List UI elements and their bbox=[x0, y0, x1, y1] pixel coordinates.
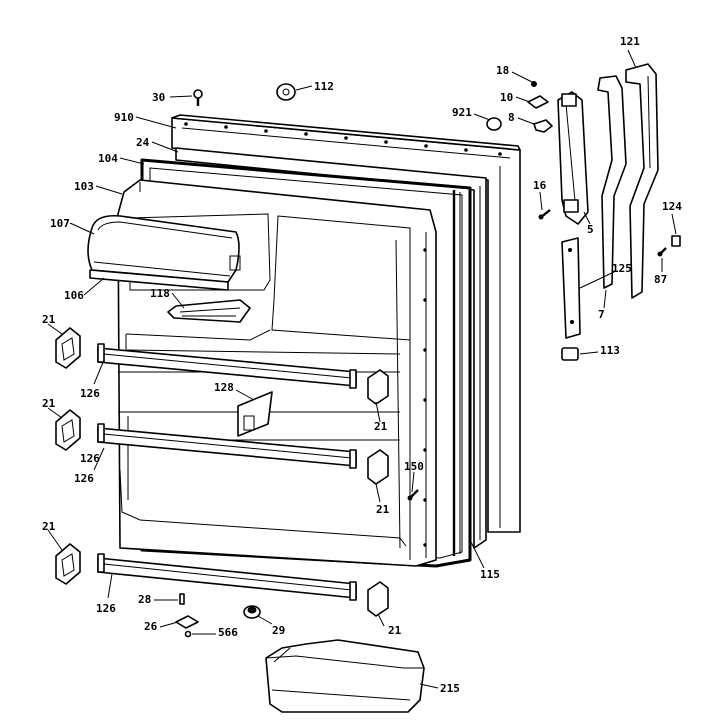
callout-21: 21 bbox=[376, 503, 390, 516]
end-cap-right-2 bbox=[367, 449, 389, 485]
plug-113 bbox=[561, 347, 579, 361]
door-shelf-bar-top bbox=[97, 343, 357, 389]
dairy-compartment-door bbox=[87, 214, 241, 291]
callout-26: 26 bbox=[144, 620, 158, 633]
hinge-pin-8 bbox=[533, 119, 553, 133]
door-shelf-bar-bottom bbox=[97, 553, 357, 601]
handle-mount-125 bbox=[561, 237, 581, 339]
callout-24: 24 bbox=[136, 136, 150, 149]
spacer-10 bbox=[527, 95, 549, 109]
callout-29: 29 bbox=[272, 624, 285, 637]
seal-strip bbox=[452, 190, 461, 556]
callout-21: 21 bbox=[388, 624, 402, 637]
callout-112: 112 bbox=[314, 80, 334, 93]
outer-door-panel bbox=[171, 114, 521, 533]
callout-104: 104 bbox=[98, 152, 118, 165]
callout-126: 126 bbox=[80, 387, 100, 400]
cap-124 bbox=[671, 235, 681, 247]
screw-16 bbox=[538, 209, 551, 220]
callout-18: 18 bbox=[496, 64, 509, 77]
callout-7: 7 bbox=[598, 308, 605, 321]
door-shelf-bar-middle bbox=[97, 423, 357, 469]
hinge-bracket-5 bbox=[557, 91, 589, 225]
callout-10: 10 bbox=[500, 91, 513, 104]
callout-5: 5 bbox=[587, 223, 594, 236]
end-cap-left-3 bbox=[55, 543, 81, 585]
callout-215: 215 bbox=[440, 682, 460, 695]
bracket-26 bbox=[175, 615, 199, 629]
callout-126: 126 bbox=[96, 602, 116, 615]
handle-trim-121 bbox=[625, 63, 659, 299]
callout-8: 8 bbox=[508, 111, 515, 124]
callout-150: 150 bbox=[404, 460, 424, 473]
leader-lines bbox=[47, 49, 677, 689]
callout-126: 126 bbox=[74, 472, 94, 485]
callout-87: 87 bbox=[654, 273, 667, 286]
callout-21: 21 bbox=[42, 520, 56, 533]
screw-30 bbox=[193, 89, 203, 106]
callout-113: 113 bbox=[600, 344, 620, 357]
screw-150 bbox=[407, 489, 419, 501]
button-29 bbox=[243, 605, 261, 619]
cap-921 bbox=[486, 117, 502, 131]
callout-106: 106 bbox=[64, 289, 84, 302]
screw-18 bbox=[531, 81, 537, 87]
plug-112 bbox=[276, 83, 296, 101]
callout-126: 126 bbox=[80, 452, 100, 465]
screw-566 bbox=[184, 630, 192, 638]
callout-910: 910 bbox=[114, 111, 134, 124]
callout-28: 28 bbox=[138, 593, 151, 606]
callout-107: 107 bbox=[50, 217, 70, 230]
handle-7 bbox=[597, 75, 627, 289]
door-bin bbox=[265, 639, 425, 713]
callout-118: 118 bbox=[150, 287, 170, 300]
callout-30: 30 bbox=[152, 91, 165, 104]
callout-103: 103 bbox=[74, 180, 94, 193]
callout-21: 21 bbox=[374, 420, 388, 433]
end-cap-right-3 bbox=[367, 581, 389, 617]
callout-125: 125 bbox=[612, 262, 632, 275]
callout-21: 21 bbox=[42, 313, 56, 326]
callout-115: 115 bbox=[480, 568, 500, 581]
callout-128: 128 bbox=[214, 381, 234, 394]
butter-dish bbox=[167, 299, 251, 323]
shelf-divider bbox=[237, 391, 273, 437]
callout-121: 121 bbox=[620, 35, 640, 48]
clip-28 bbox=[179, 593, 185, 605]
screw-87 bbox=[657, 247, 667, 257]
end-cap-left-1 bbox=[55, 327, 81, 369]
end-cap-right-1 bbox=[367, 369, 389, 405]
callout-16: 16 bbox=[533, 179, 547, 192]
callout-921: 921 bbox=[452, 106, 472, 119]
callout-124: 124 bbox=[662, 200, 682, 213]
callout-566: 566 bbox=[218, 626, 238, 639]
end-cap-left-2 bbox=[55, 409, 81, 451]
callout-21: 21 bbox=[42, 397, 56, 410]
